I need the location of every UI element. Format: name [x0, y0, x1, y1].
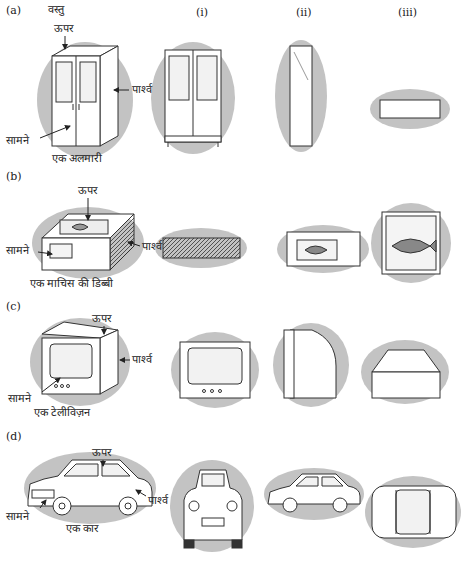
view-label: एक अलमारी — [52, 152, 103, 165]
view-label: पार्श्व — [132, 83, 152, 96]
view-label: ऊपर — [92, 312, 112, 325]
view-label: सामने — [6, 244, 29, 257]
view-label: एक कार — [66, 522, 100, 535]
view-label: ऊपर — [78, 184, 98, 197]
panel-label: (c) — [6, 300, 21, 313]
panel-label: (a) — [6, 4, 21, 17]
view-label: ऊपर — [92, 446, 112, 459]
view-label: सामने — [6, 134, 29, 147]
view-label: ऊपर — [54, 22, 74, 35]
view-label: पार्श्व — [132, 353, 152, 366]
view-label: सामने — [8, 392, 31, 405]
view-label: एक टेलीविज़न — [34, 406, 91, 419]
panel-label: (iii) — [398, 6, 417, 19]
view-label: वस्तु — [48, 3, 64, 16]
panel-label: (i) — [196, 6, 208, 19]
panel-label: (d) — [6, 430, 22, 443]
view-label: सामने — [6, 510, 29, 523]
view-label: एक माचिस की डिब्बी — [30, 277, 114, 290]
view-label: पार्श्व — [142, 240, 162, 253]
panel-label: (b) — [6, 170, 22, 183]
view-label: पार्श्व — [148, 494, 168, 507]
panel-label: (ii) — [296, 6, 312, 19]
